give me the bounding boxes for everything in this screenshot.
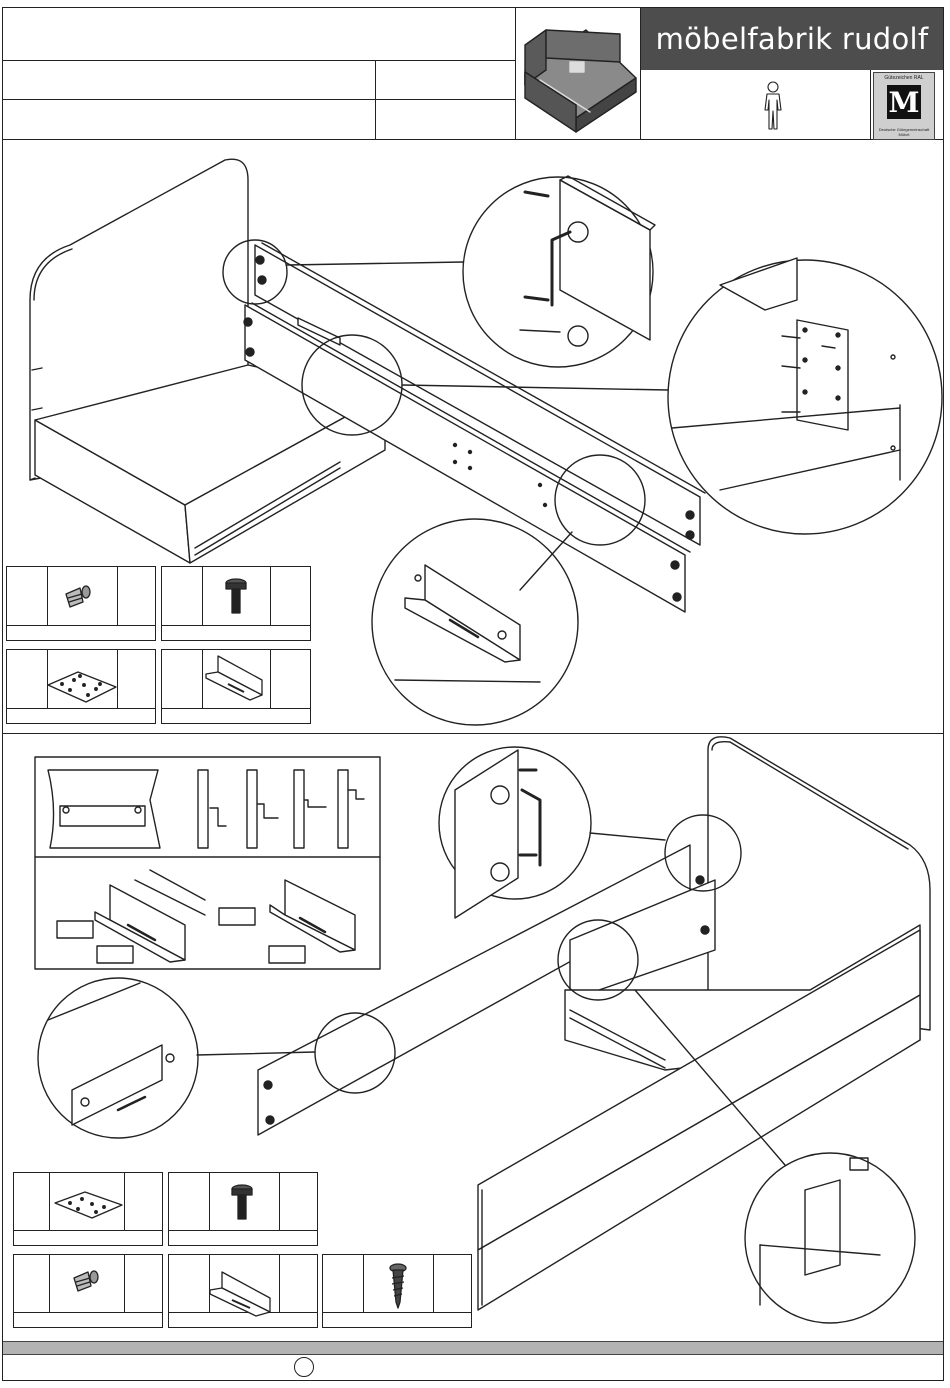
- connector-screw-icon: [226, 579, 246, 613]
- perforated-plate-icon: [55, 1192, 122, 1218]
- connector-screw-icon: [232, 1185, 252, 1219]
- page-circle-icon: [294, 1357, 314, 1377]
- cam-bolt-icon: [66, 586, 90, 607]
- cam-bolt-icon: [74, 1271, 98, 1291]
- perforated-plate-icon: [48, 672, 116, 702]
- angle-bracket-icon: [210, 1272, 270, 1316]
- footer-bar: [3, 1341, 943, 1355]
- wood-screw-icon: [390, 1264, 406, 1308]
- angle-bracket-icon: [206, 656, 262, 700]
